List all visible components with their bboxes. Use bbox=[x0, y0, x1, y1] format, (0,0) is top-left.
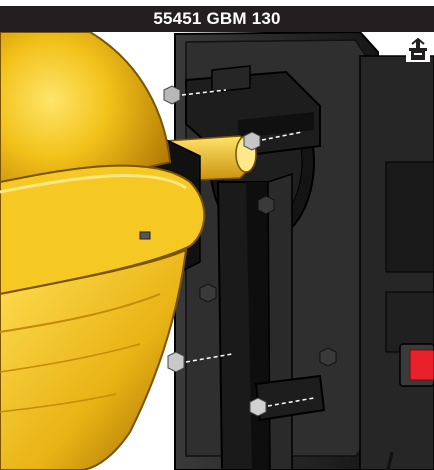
bolt-bottom bbox=[249, 397, 315, 417]
bolt-right bbox=[319, 347, 337, 367]
page-title: 55451 GBM 130 bbox=[153, 9, 281, 28]
bolt-left-low bbox=[199, 283, 217, 303]
mixer-drum bbox=[0, 32, 206, 470]
assembly-icon bbox=[406, 37, 430, 62]
assembly-illustration bbox=[0, 32, 434, 470]
power-switch bbox=[399, 343, 434, 387]
support-leg bbox=[216, 172, 293, 470]
bolt-mid bbox=[243, 131, 303, 151]
bolt-lower-left bbox=[167, 351, 233, 373]
hardware bbox=[163, 85, 337, 417]
bolt-center bbox=[257, 195, 275, 215]
header-bar: 55451 GBM 130 bbox=[0, 6, 434, 32]
bolt-top-left bbox=[163, 85, 227, 105]
top-bracket bbox=[185, 65, 321, 160]
